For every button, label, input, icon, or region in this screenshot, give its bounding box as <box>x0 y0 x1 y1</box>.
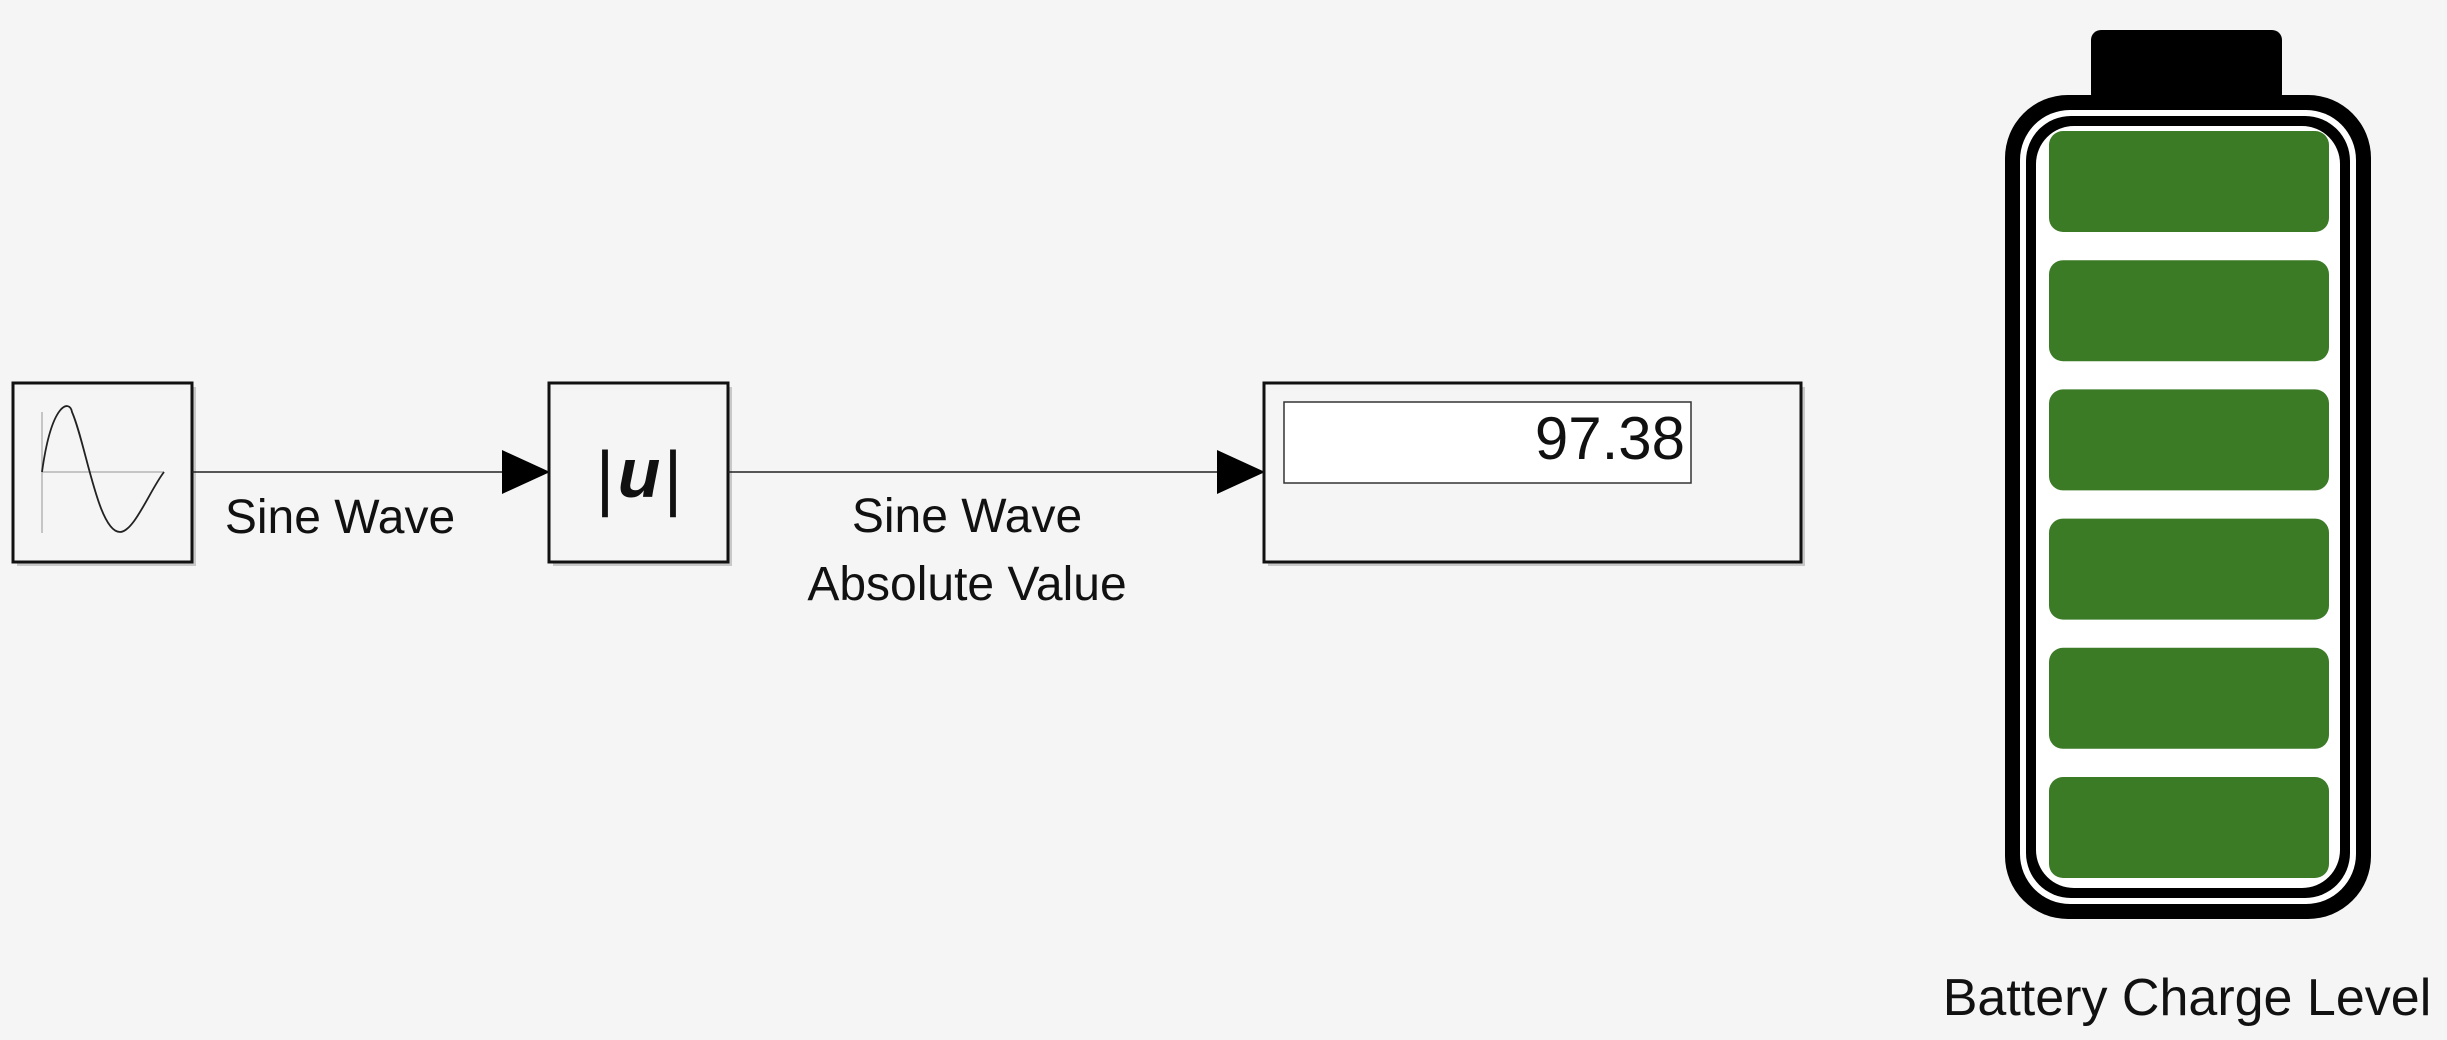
signal-line-abs[interactable] <box>728 450 1265 494</box>
battery-segment-1 <box>2049 777 2329 878</box>
display-block[interactable]: 97.38 <box>1262 381 1805 566</box>
abs-left-bar: | <box>596 438 615 518</box>
battery-terminal <box>2091 30 2282 104</box>
battery-label: Battery Charge Level <box>1943 969 2432 1027</box>
signal-line-sine-wave[interactable] <box>192 450 550 494</box>
battery-segment-2 <box>2049 647 2329 749</box>
abs-block[interactable]: | u | <box>547 381 732 566</box>
signal-label-abs-line1: Sine Wave <box>852 490 1082 543</box>
display-field <box>1283 401 1692 484</box>
battery-icon[interactable] <box>2005 30 2371 919</box>
sine-wave-block[interactable] <box>11 381 196 566</box>
sine-wave-icon <box>41 405 165 533</box>
battery-segment-5 <box>2049 260 2329 362</box>
battery-segment-3 <box>2049 518 2329 620</box>
abs-right-bar: | <box>664 438 683 518</box>
signal-label-sine-wave: Sine Wave <box>225 491 455 544</box>
display-value: 97.38 <box>1535 405 1685 472</box>
battery-segment-4 <box>2049 389 2329 491</box>
abs-variable: u <box>618 434 661 512</box>
battery-segments <box>2049 131 2329 878</box>
signal-label-abs-line2: Absolute Value <box>807 558 1126 611</box>
battery-segment-6 <box>2049 131 2329 232</box>
